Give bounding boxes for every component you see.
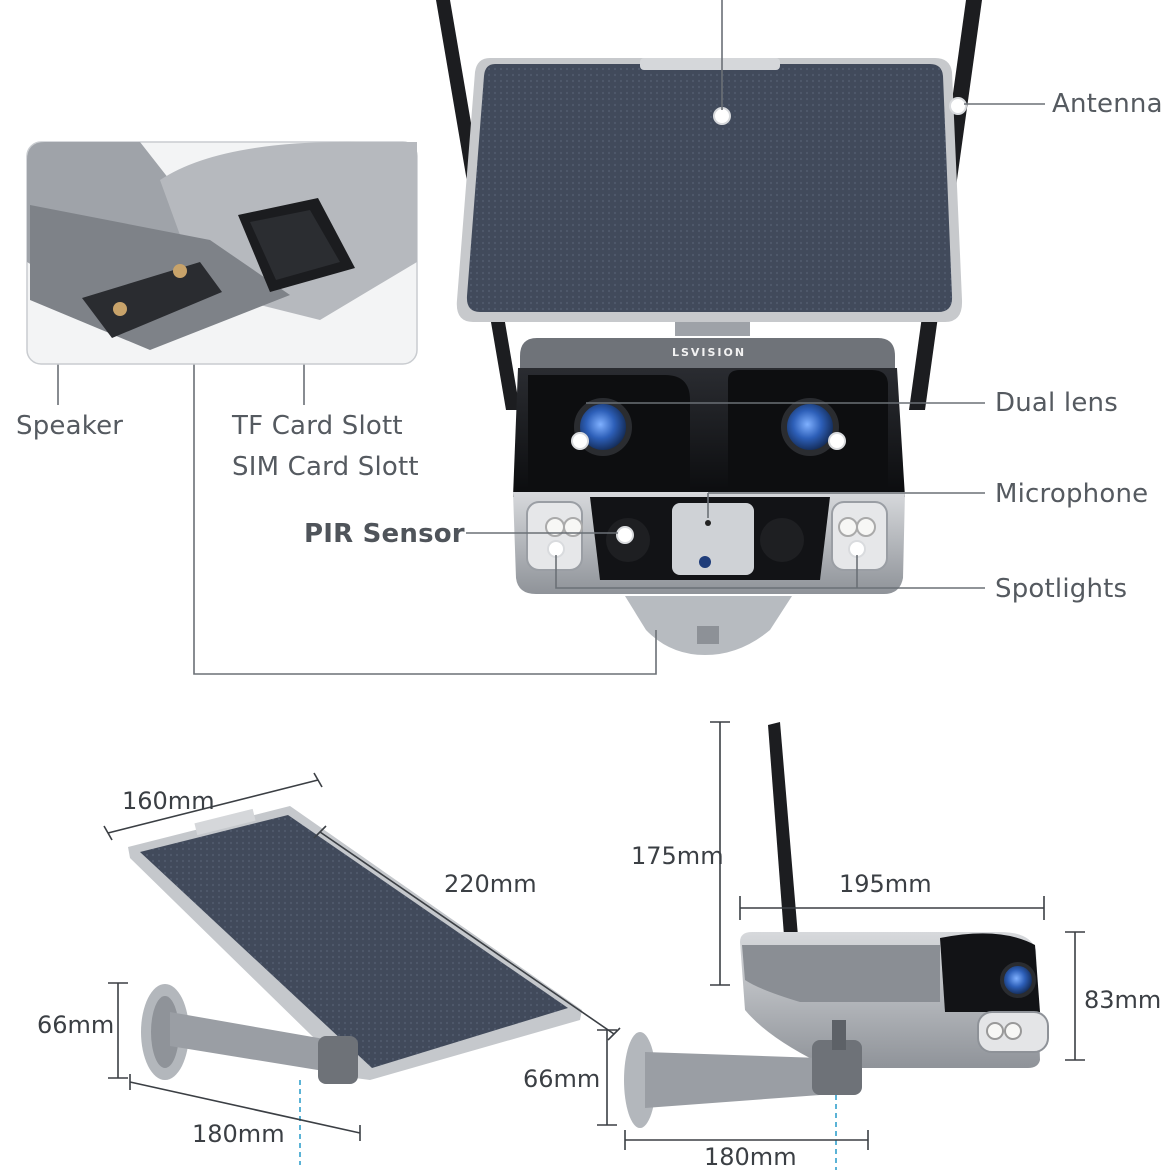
dimension-camera-width: 195mm: [839, 870, 932, 898]
solar-panel-surface: [466, 64, 953, 312]
dimension-antenna-height: 175mm: [631, 842, 724, 870]
dimension-bracket-height-right: 66mm: [523, 1065, 601, 1093]
dimension-bracket-length-right: 180mm: [704, 1143, 797, 1171]
dimension-panel-length: 220mm: [444, 870, 537, 898]
dimension-camera-height: 83mm: [1084, 986, 1162, 1014]
camera-side-view: [624, 722, 1049, 1170]
main-camera: LSVISION: [436, 0, 982, 655]
callout-antenna: Antenna: [1052, 89, 1163, 119]
callout-pir-sensor: PIR Sensor: [304, 519, 465, 549]
callout-tf-card-slot: TF Card Slott: [232, 411, 403, 441]
callout-microphone: Microphone: [995, 479, 1149, 509]
callout-sim-card-slot: SIM Card Slott: [232, 452, 419, 482]
brand-logo: LSVISION: [672, 346, 746, 359]
dimension-bracket-length-left: 180mm: [192, 1120, 285, 1148]
solar-panel-side-view: [128, 806, 582, 1165]
callout-speaker: Speaker: [16, 411, 124, 441]
dimension-lines: [103, 721, 1085, 1150]
bottom-view-inset: [26, 141, 418, 365]
camera-top-cap: [520, 338, 895, 372]
callout-spotlights: Spotlights: [995, 574, 1128, 604]
dimension-bracket-height-left: 66mm: [37, 1011, 115, 1039]
lens-right: [781, 398, 839, 456]
callout-dual-lens: Dual lens: [995, 388, 1118, 418]
dimension-panel-width: 160mm: [122, 787, 215, 815]
lens-left: [574, 398, 632, 456]
